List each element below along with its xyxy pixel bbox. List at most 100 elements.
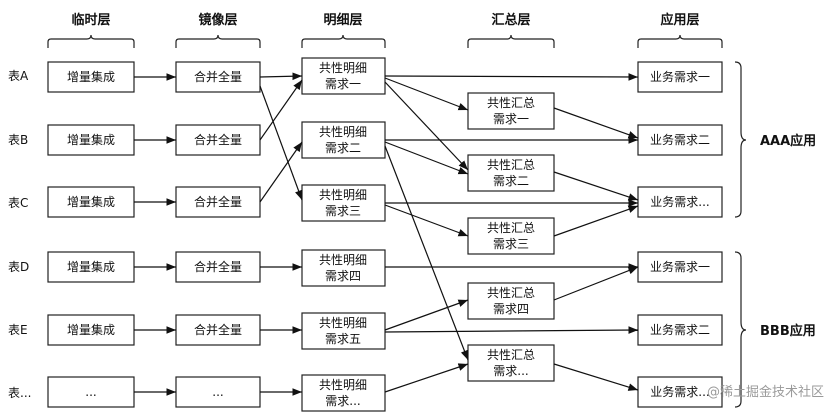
app-node[interactable] (637, 124, 723, 156)
app-node[interactable] (637, 314, 723, 346)
summary-node-5: 共性汇总 需求... (467, 344, 555, 382)
header-detail-layer: 明细层 (301, 12, 386, 48)
app-node-label: 业务需求二 (650, 322, 710, 337)
detail-node-label: 共性明细 (319, 61, 367, 75)
mirror-node[interactable] (175, 376, 261, 408)
detail-node-label: 共性明细 (319, 378, 367, 392)
header-brace (47, 34, 135, 48)
temp-node-label: 增量集成 (67, 259, 115, 274)
temp-node-label: 增量集成 (67, 194, 115, 209)
mirror-node[interactable] (175, 251, 261, 283)
temp-node[interactable] (47, 186, 135, 218)
summary-node-label: 共性汇总 (487, 286, 535, 300)
temp-node[interactable] (47, 124, 135, 156)
edge-arrow (553, 363, 639, 391)
edge-arrow (553, 266, 639, 301)
detail-node[interactable] (301, 121, 386, 159)
temp-node-label: 增量集成 (67, 132, 115, 147)
summary-node-label: 共性汇总 (487, 96, 535, 110)
app-node[interactable] (637, 61, 723, 93)
app-node-label: 业务需求一 (650, 69, 710, 84)
summary-node[interactable] (467, 344, 555, 382)
temp-node-label: 增量集成 (67, 69, 115, 84)
app-node-label: 业务需求... (650, 384, 709, 399)
group-label: BBB应用 (760, 323, 816, 339)
edge-arrow (384, 363, 469, 393)
source-table-label: 表D (8, 260, 29, 274)
app-node-label: 业务需求二 (650, 132, 710, 147)
summary-node[interactable] (467, 154, 555, 192)
summary-node-1: 共性汇总 需求一 (467, 92, 555, 130)
mirror-node[interactable] (175, 314, 261, 346)
temp-node[interactable] (47, 251, 135, 283)
row-table-a: 表A 增量集成 合并全量 共性明细 需求一 业务需求一 (8, 57, 723, 95)
edges-mirror-detail (259, 72, 303, 396)
watermark: @稀土掘金技术社区 (707, 384, 824, 400)
detail-node-label: 共性明细 (319, 253, 367, 267)
mirror-node-label: 合并全量 (194, 132, 242, 147)
detail-node-label: 需求四 (325, 269, 361, 283)
temp-node-label: 增量集成 (67, 322, 115, 337)
edge-arrow (384, 81, 469, 171)
edge-arrow (384, 145, 469, 361)
summary-node-label: 共性汇总 (487, 158, 535, 172)
edge-arrow (259, 85, 303, 201)
edge-arrow (384, 204, 469, 237)
header-brace (637, 34, 723, 48)
temp-node[interactable] (47, 314, 135, 346)
header-mirror-layer: 镜像层 (175, 12, 261, 48)
row-table-e: 表E 增量集成 合并全量 共性明细 需求五 业务需求二 (8, 312, 723, 350)
summary-node-2: 共性汇总 需求二 (467, 154, 555, 192)
edge-arrow (259, 141, 303, 203)
layer-header-detail: 明细层 (323, 12, 362, 28)
source-table-label: 表B (8, 133, 28, 147)
detail-node-label: 共性明细 (319, 188, 367, 202)
mirror-node[interactable] (175, 61, 261, 93)
temp-node[interactable] (47, 61, 135, 93)
detail-node[interactable] (301, 374, 386, 412)
summary-node[interactable] (467, 217, 555, 255)
edges-ingest (134, 73, 176, 396)
layer-header-temp: 临时层 (71, 12, 110, 28)
source-table-label: 表C (8, 196, 28, 210)
app-node[interactable] (637, 376, 723, 408)
summary-node[interactable] (467, 92, 555, 130)
summary-node-4: 共性汇总 需求四 (467, 282, 555, 320)
header-brace (175, 34, 261, 48)
mirror-node-label: 合并全量 (194, 69, 242, 84)
mirror-node[interactable] (175, 186, 261, 218)
detail-node-label: 共性明细 (319, 316, 367, 330)
edge-arrow (384, 299, 469, 331)
detail-node[interactable] (301, 312, 386, 350)
edge-arrow (553, 107, 639, 139)
source-table-label: 表A (8, 69, 29, 83)
edge-arrow (384, 326, 639, 334)
layer-header-app: 应用层 (660, 12, 699, 28)
summary-node-label: 需求三 (493, 237, 529, 251)
detail-node[interactable] (301, 184, 386, 222)
temp-node[interactable] (47, 376, 135, 408)
detail-node-label: 需求... (325, 394, 360, 408)
row-table-more: 表... ... ... 共性明细 需求... 业务需求... (8, 374, 723, 412)
group-aaa: AAA应用 (734, 61, 816, 218)
header-summary-layer: 汇总层 (467, 12, 555, 48)
summary-node-label: 共性汇总 (487, 348, 535, 362)
detail-node[interactable] (301, 249, 386, 287)
group-brace (734, 251, 747, 408)
group-label: AAA应用 (760, 133, 816, 149)
detail-node-label: 需求二 (325, 141, 361, 155)
app-node[interactable] (637, 186, 723, 218)
summary-node[interactable] (467, 282, 555, 320)
detail-node[interactable] (301, 57, 386, 95)
mirror-node[interactable] (175, 124, 261, 156)
edges-detail-out (384, 73, 639, 393)
summary-node-label: 需求... (493, 364, 528, 378)
edge-arrow (553, 171, 639, 201)
edge-arrow (384, 77, 469, 111)
edge-arrow (259, 79, 303, 141)
edge-arrow (384, 73, 639, 81)
summary-node-label: 需求四 (493, 302, 529, 316)
detail-node-label: 需求五 (325, 332, 361, 346)
app-node[interactable] (637, 251, 723, 283)
